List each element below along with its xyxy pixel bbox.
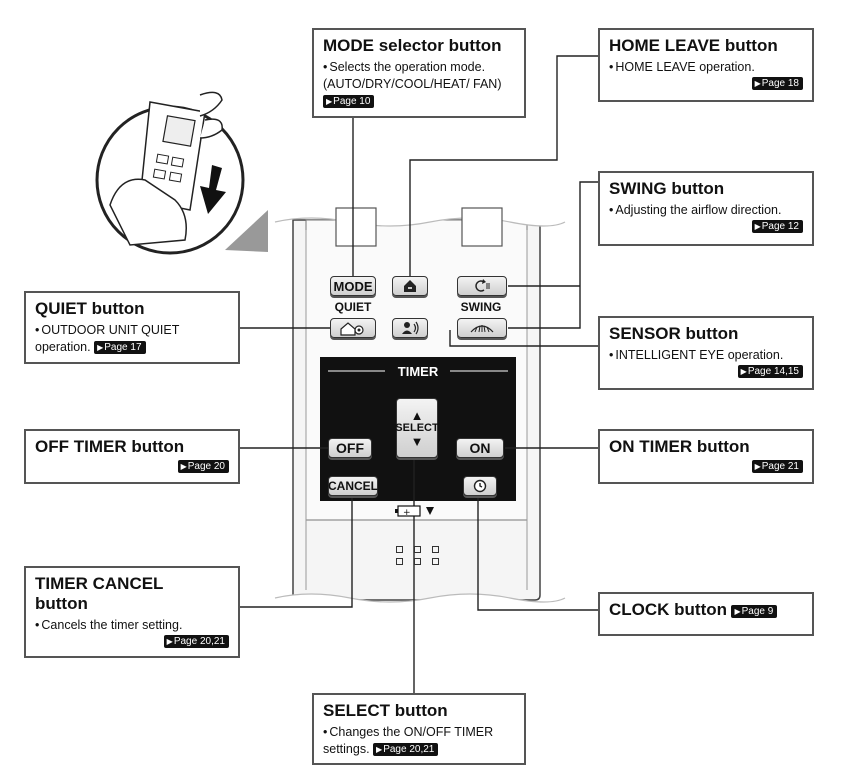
home-leave-button[interactable] <box>392 276 428 296</box>
callout-title: TIMER CANCEL button <box>35 574 164 613</box>
callout-title: ON TIMER button <box>609 437 750 456</box>
callout-desc: HOME LEAVE operation. <box>615 60 755 74</box>
down-arrow-icon <box>200 165 226 214</box>
callout-title: OFF TIMER button <box>35 437 185 456</box>
quiet-callout: QUIET button •OUTDOOR UNIT QUIET operati… <box>24 291 240 364</box>
sensor-dot <box>414 558 421 565</box>
bullet: • <box>323 60 328 74</box>
up-arrow-icon: ▲ <box>410 407 424 423</box>
on-timer-callout: ON TIMER button Page 21 <box>598 429 814 484</box>
sensor-dot <box>432 546 439 553</box>
bullet: • <box>323 725 328 739</box>
callout-title: SELECT button <box>323 701 448 720</box>
swing-icon <box>475 279 490 292</box>
callout-title: CLOCK button <box>609 600 728 619</box>
battery-icon: + <box>395 505 434 518</box>
callout-desc: Adjusting the airflow direction. <box>615 203 782 217</box>
connector-lines <box>240 55 598 693</box>
callout-desc: INTELLIGENT EYE operation. <box>615 348 784 362</box>
page-ref: Page 9 <box>731 605 778 618</box>
callout-desc: OUTDOOR UNIT QUIET operation. <box>35 323 180 354</box>
swing-airflow-button[interactable] <box>457 318 507 338</box>
select-button-label: SELECT <box>395 421 439 434</box>
callout-title: MODE selector button <box>323 36 502 55</box>
sensor-callout: SENSOR button •INTELLIGENT EYE operation… <box>598 316 814 390</box>
callout-desc: Cancels the timer setting. <box>41 618 183 632</box>
timer-cancel-callout: TIMER CANCEL button •Cancels the timer s… <box>24 566 240 658</box>
callout-desc: Changes the ON/OFF TIMER settings. <box>323 725 494 756</box>
quiet-label: QUIET <box>334 300 372 314</box>
sensor-dot <box>414 546 421 553</box>
sensor-eye-icon <box>402 321 419 335</box>
timer-cancel-button[interactable]: CANCEL <box>328 476 378 496</box>
swing-button[interactable] <box>457 276 507 296</box>
home-leave-callout: HOME LEAVE button •HOME LEAVE operation.… <box>598 28 814 102</box>
callout-desc: Selects the operation mode. (AUTO/DRY/CO… <box>323 60 502 91</box>
page-ref: Page 20,21 <box>163 635 229 648</box>
callout-title: SWING button <box>609 179 725 198</box>
page-ref: Page 20 <box>177 460 229 473</box>
swing-callout: SWING button •Adjusting the airflow dire… <box>598 171 814 246</box>
sensor-dot <box>432 558 439 565</box>
bullet: • <box>609 203 614 217</box>
clock-callout: CLOCK button Page 9 <box>598 592 814 636</box>
select-callout: SELECT button •Changes the ON/OFF TIMER … <box>312 693 526 765</box>
page-ref: Page 18 <box>751 77 803 90</box>
quiet-house-icon <box>340 321 364 336</box>
remote-body <box>270 207 570 612</box>
callout-title: SENSOR button <box>609 324 739 343</box>
bullet: • <box>35 323 40 337</box>
sensor-dot <box>396 546 403 553</box>
mode-button[interactable]: MODE <box>330 276 376 296</box>
down-arrow-icon: ▼ <box>410 433 424 449</box>
sensor-dot <box>396 558 403 565</box>
off-timer-button[interactable]: OFF <box>328 438 372 458</box>
quiet-button[interactable] <box>330 318 376 338</box>
page-ref: Page 14,15 <box>737 365 803 378</box>
clock-icon <box>473 479 487 493</box>
timer-label: TIMER <box>397 364 439 379</box>
off-timer-callout: OFF TIMER button Page 20 <box>24 429 240 484</box>
page-ref: Page 17 <box>94 341 146 354</box>
svg-text:+: + <box>403 508 411 518</box>
swing-label: SWING <box>460 300 502 314</box>
home-leave-icon <box>404 280 416 292</box>
callout-title: QUIET button <box>35 299 145 318</box>
bullet: • <box>609 348 614 362</box>
on-timer-button[interactable]: ON <box>456 438 504 458</box>
sensor-button[interactable] <box>392 318 428 338</box>
page-ref: Page 20,21 <box>373 743 439 756</box>
page-ref: Page 10 <box>323 95 375 108</box>
page-ref: Page 21 <box>751 460 803 473</box>
clock-button[interactable] <box>463 476 497 496</box>
bullet: • <box>35 618 40 632</box>
mode-callout: MODE selector button •Selects the operat… <box>312 28 526 118</box>
pointer-triangle <box>225 210 268 252</box>
hand-with-remote-icon <box>95 91 245 255</box>
select-button[interactable]: ▲ SELECT ▼ <box>395 398 439 458</box>
bullet: • <box>609 60 614 74</box>
airflow-icon <box>470 325 494 333</box>
callout-title: HOME LEAVE button <box>609 36 778 55</box>
page-ref: Page 12 <box>751 220 803 233</box>
